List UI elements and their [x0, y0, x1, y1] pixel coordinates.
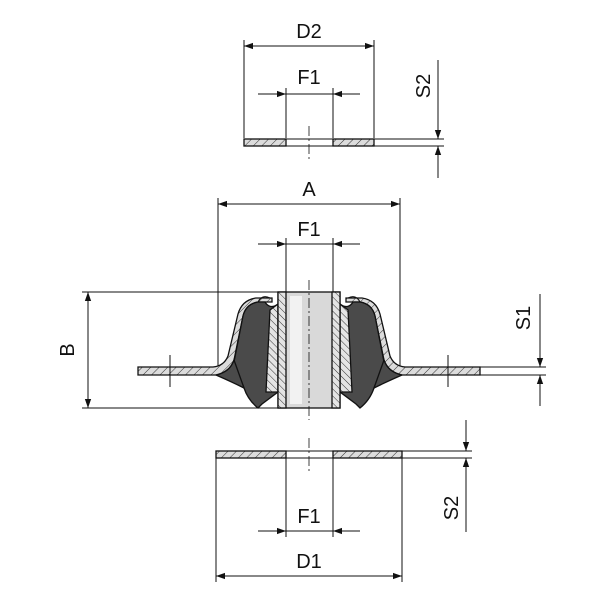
- rubber-skirt-left: [213, 358, 246, 390]
- bottom-washer-right-section: [332, 450, 403, 459]
- bushing-wall-right: [331, 291, 341, 409]
- s2-bottom-label: S2: [441, 496, 463, 520]
- f1-mid-label: F1: [297, 219, 320, 241]
- bushing-wall-left: [277, 291, 287, 409]
- b-label: B: [57, 343, 79, 356]
- a-label: A: [302, 179, 316, 201]
- groove-right: [347, 296, 361, 303]
- d1-label: D1: [296, 551, 322, 573]
- s1-label: S1: [513, 306, 535, 330]
- main-part-view: A F1 B: [57, 179, 546, 420]
- d2-label: D2: [296, 21, 322, 43]
- bottom-washer-view: S2 F1 D1: [215, 420, 472, 582]
- rubber-skirt-right: [372, 358, 405, 390]
- bushing-highlight: [290, 296, 302, 404]
- top-washer-right-section: [332, 138, 375, 147]
- bottom-washer-left-section: [215, 450, 287, 459]
- top-washer-left-section: [243, 138, 287, 147]
- s2-top-label: S2: [413, 74, 435, 98]
- groove-left: [257, 296, 271, 303]
- top-washer-view: D2 F1 S2: [243, 21, 444, 178]
- f1-bottom-label: F1: [297, 506, 320, 528]
- f1-top-label: F1: [297, 67, 320, 89]
